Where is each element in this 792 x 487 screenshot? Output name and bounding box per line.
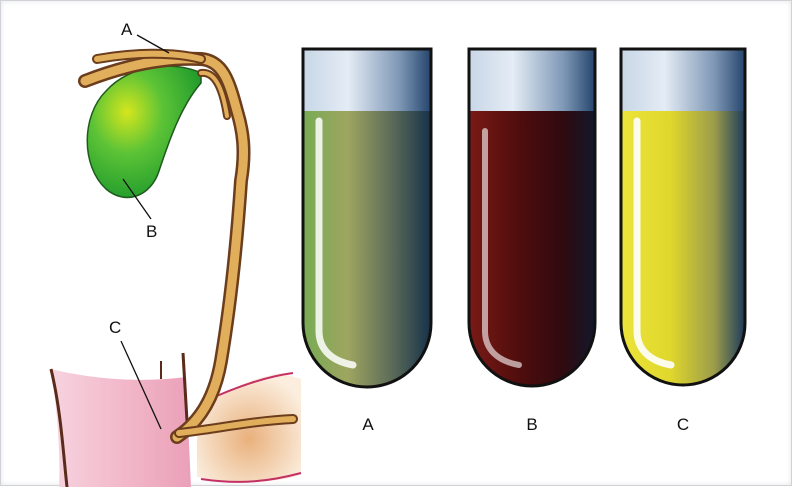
label-a: A xyxy=(121,20,169,53)
duodenum xyxy=(51,353,191,487)
tube-a-air xyxy=(303,49,431,111)
tube-label-a: A xyxy=(362,415,374,434)
test-tube-c xyxy=(621,49,745,385)
label-b-text: B xyxy=(146,222,157,241)
label-a-text: A xyxy=(121,20,133,39)
test-tube-a xyxy=(303,49,431,387)
tube-b-air xyxy=(469,49,595,111)
gallbladder xyxy=(87,66,201,197)
tube-label-b: B xyxy=(526,415,537,434)
tube-c-air xyxy=(621,49,745,111)
label-c-text: C xyxy=(109,318,121,337)
test-tube-b xyxy=(469,49,595,386)
anatomy-illustration: A B C xyxy=(51,20,301,487)
tube-label-c: C xyxy=(677,415,689,434)
